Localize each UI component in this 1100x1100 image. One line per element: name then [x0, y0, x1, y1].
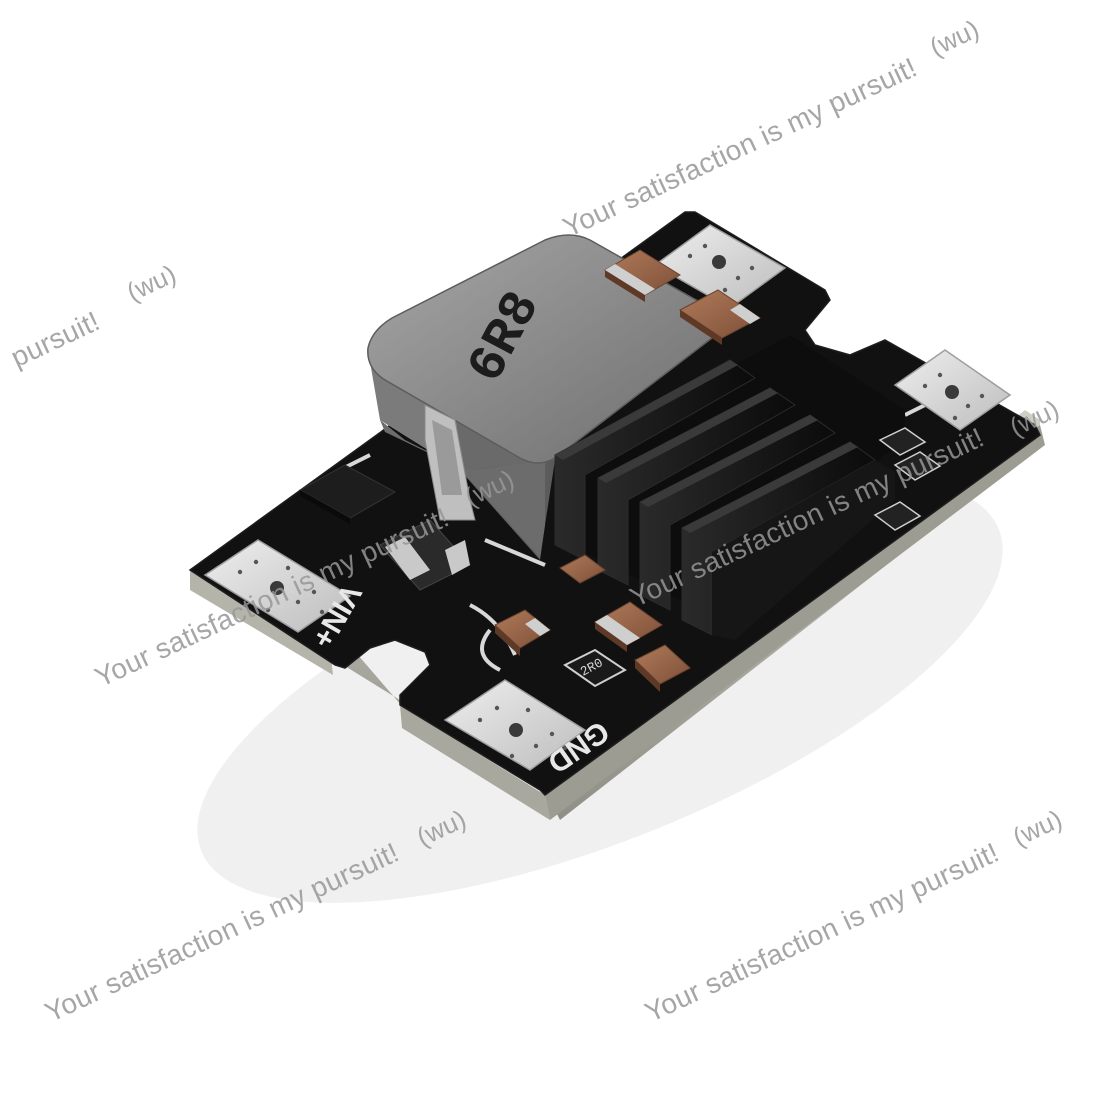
smd-resistors-right — [873, 427, 942, 531]
pad-gnd-out — [893, 349, 1012, 431]
pad-vout — [653, 224, 787, 309]
diode — [379, 519, 471, 591]
pad-vin — [203, 539, 352, 633]
resistor: 2R0 — [563, 648, 627, 688]
pad-gnd — [443, 679, 587, 771]
capacitor-c2 — [679, 289, 761, 345]
capacitor-c1 — [604, 249, 681, 302]
capacitor-c4 — [494, 609, 551, 656]
capacitor-c5 — [594, 601, 663, 652]
inductor: 6R8 — [367, 234, 717, 560]
ic-chip — [298, 464, 397, 524]
capacitor-c3 — [559, 554, 606, 584]
heatsink — [554, 335, 905, 640]
capacitor-c6 — [634, 644, 691, 692]
